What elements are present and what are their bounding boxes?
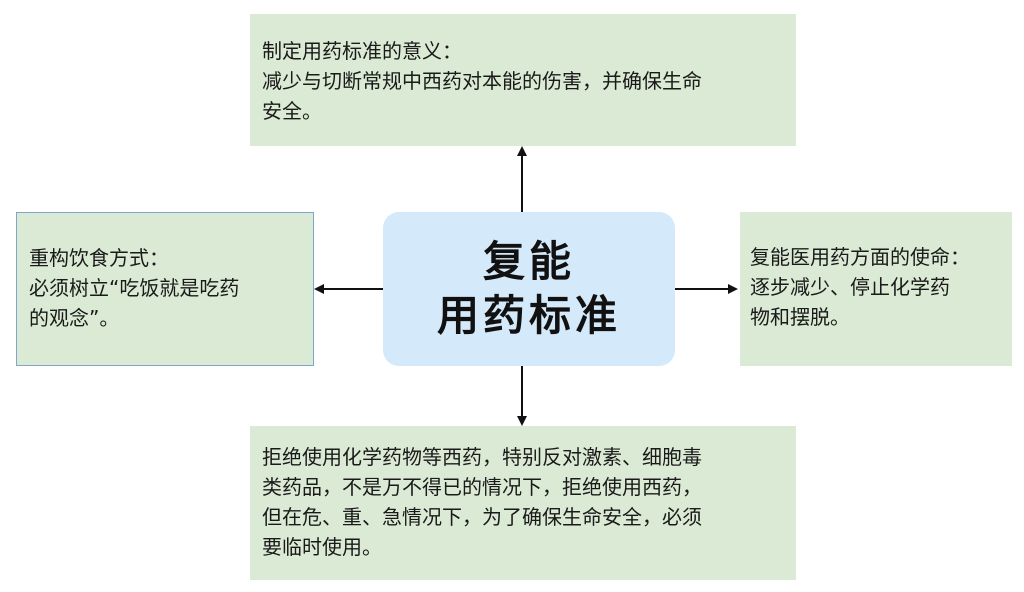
core-topic-line-2: 用药标准 — [436, 291, 621, 340]
significance-text-1: 减少与切断常规中西药对本能的伤害，并确保生命 — [262, 69, 702, 93]
significance-text-2: 安全。 — [262, 99, 322, 123]
usage-rule-text-2: 类药品，不是万不得已的情况下，拒绝使用西药， — [262, 475, 702, 499]
core-topic-line-1: 复能 — [482, 237, 575, 286]
usage-rule-box: 拒绝使用化学药物等西药，特别反对激素、细胞毒 类药品，不是万不得已的情况下，拒绝… — [250, 426, 796, 580]
mission-heading: 复能医用药方面的使命： — [750, 245, 970, 269]
diet-text-1: 必须树立“吃饭就是吃药 — [29, 276, 240, 300]
mission-box: 复能医用药方面的使命： 逐步减少、停止化学药 物和摆脱。 — [740, 212, 1012, 366]
usage-rule-text-1: 拒绝使用化学药物等西药，特别反对激素、细胞毒 — [262, 445, 702, 469]
diet-heading: 重构饮食方式： — [29, 246, 169, 270]
significance-box: 制定用药标准的意义： 减少与切断常规中西药对本能的伤害，并确保生命 安全。 — [250, 14, 796, 146]
diet-box: 重构饮食方式： 必须树立“吃饭就是吃药 的观念”。 — [16, 212, 314, 366]
usage-rule-text-3: 但在危、重、急情况下，为了确保生命安全，必须 — [262, 505, 702, 529]
significance-heading: 制定用药标准的意义： — [262, 39, 462, 63]
mission-text-2: 物和摆脱。 — [750, 305, 850, 329]
usage-rule-text-4: 要临时使用。 — [262, 535, 382, 559]
diet-text-2: 的观念”。 — [29, 306, 120, 330]
core-topic-box: 复能 用药标准 — [383, 212, 675, 366]
mission-text-1: 逐步减少、停止化学药 — [750, 275, 950, 299]
